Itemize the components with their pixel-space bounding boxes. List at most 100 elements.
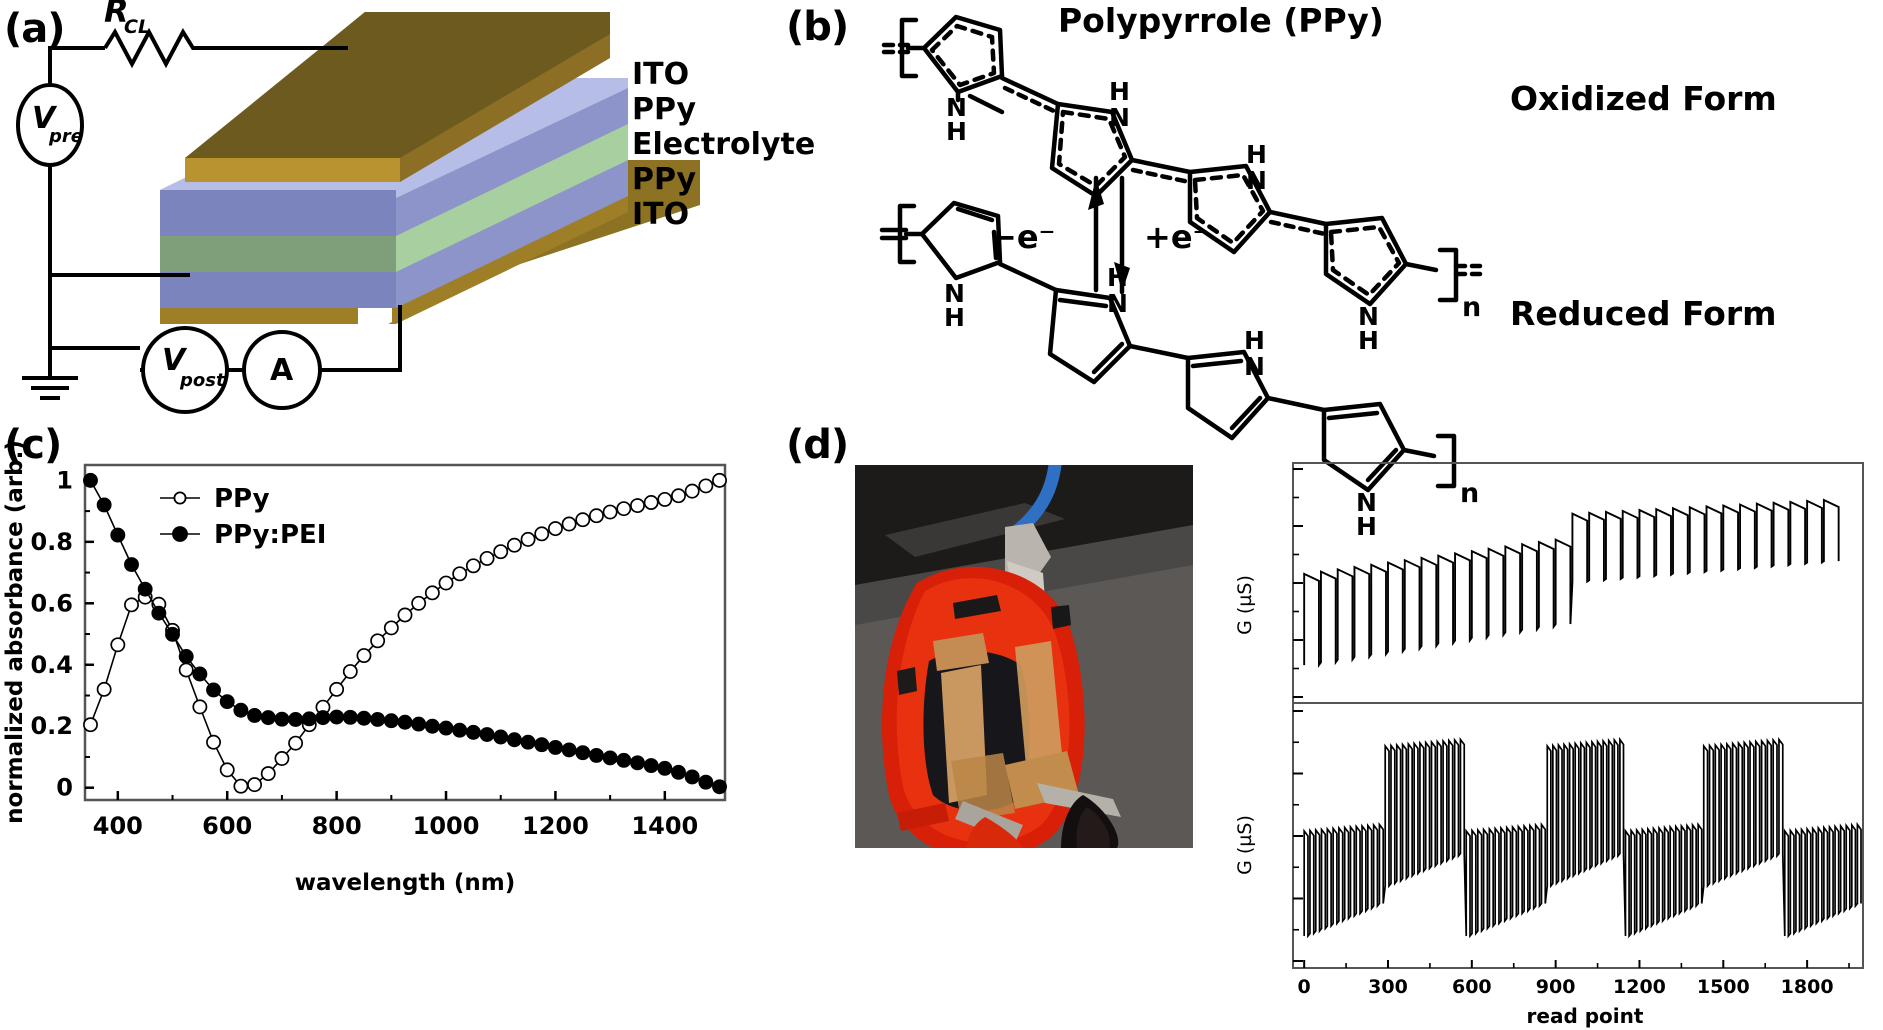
- hydrogen-label-red-3: H: [1244, 326, 1265, 355]
- hydrogen-label-red-2: H: [1107, 263, 1128, 292]
- chart-c-xtick: 1000: [413, 812, 480, 840]
- chart-c-xtick: 1400: [631, 812, 698, 840]
- chart-c-datapoint: [561, 516, 577, 532]
- chart-c-legend-label: PPy: [214, 484, 270, 514]
- chart-c-datapoint: [547, 521, 563, 537]
- chart-c-datapoint: [465, 724, 481, 740]
- chart-c-datapoint: [657, 760, 673, 776]
- chart-c-datapoint: [247, 777, 263, 793]
- chart-c-datapoint: [575, 512, 591, 528]
- chart-c-ylabel: normalized absorbance (arb.): [2, 440, 28, 824]
- chart-c-datapoint: [493, 729, 509, 745]
- circuit-labels: R CL V pre V post A: [32, 0, 294, 391]
- chart-c-ytick: 0.6: [30, 589, 73, 617]
- chart-c-xtick: 600: [202, 812, 252, 840]
- panel-b-figure: N H H N H N N H: [879, 1, 1777, 541]
- stack-label-electrolyte: Electrolyte: [632, 127, 815, 162]
- chart-c-ytick: 0.8: [30, 528, 73, 556]
- chart-c-datapoint: [712, 472, 727, 488]
- chart-c-datapoint: [589, 747, 604, 763]
- chart-c-datapoint: [151, 605, 167, 621]
- hydrogen-label-red-4: H: [1356, 512, 1377, 541]
- vpost-label: V: [162, 343, 188, 378]
- chart-c-datapoint: [342, 664, 358, 679]
- chart-c-datapoint: [520, 531, 536, 547]
- ammeter-label: A: [270, 353, 294, 388]
- stack-layer-labels: ITO PPy Electrolyte PPy ITO: [632, 57, 815, 232]
- chart-c-datapoint: [438, 720, 454, 736]
- chart-c-datapoint: [575, 745, 591, 761]
- chart-c-datapoint: [438, 575, 454, 591]
- panel-a-figure: R CL V pre V post A ITO PPy Electrolyte …: [16, 0, 815, 414]
- chart-c-datapoint: [493, 544, 509, 560]
- oxidized-chain: N H H N H N N H: [881, 14, 1483, 355]
- hydrogen-label-ox-4: H: [1358, 326, 1379, 355]
- panel-b-label: (b): [786, 4, 849, 50]
- chart-c-datapoint: [165, 626, 180, 642]
- nitrogen-label-ox-2: N: [1109, 103, 1130, 132]
- chart-c-datapoint: [260, 710, 276, 726]
- chart-d-xtick: 1800: [1781, 976, 1834, 998]
- chart-c-datapoint: [315, 710, 331, 726]
- chart-d-bottom-ylabel: G (µS): [1234, 815, 1256, 875]
- chart-c-datapoint: [479, 550, 495, 566]
- repeat-label-reduced: n: [1460, 478, 1479, 509]
- nitrogen-label-red-3: N: [1244, 352, 1265, 381]
- chart-c-datapoint: [192, 699, 208, 715]
- chart-c-datapoint: [547, 739, 563, 755]
- chart-c-datapoint: [83, 472, 98, 488]
- chart-c-ytick: 0: [56, 774, 73, 802]
- chart-c-datapoint: [342, 709, 358, 725]
- chart-c-datapoint: [424, 585, 440, 601]
- chart-c-datapoint: [698, 478, 714, 494]
- nitrogen-label-red-1: N: [944, 279, 965, 308]
- stack-label-ito-top: ITO: [632, 57, 689, 92]
- chart-c-datapoint: [96, 681, 112, 697]
- vpre-sublabel: pre: [48, 126, 83, 147]
- chart-c-datapoint: [397, 714, 413, 730]
- reduced-form-label: Reduced Form: [1510, 294, 1777, 333]
- chart-c-datapoint: [219, 762, 235, 778]
- stack-layer-ito-top: [185, 12, 610, 182]
- hydrogen-label-red-1: H: [944, 303, 965, 332]
- panel-a-label: (a): [4, 6, 66, 52]
- chart-c-datapoint: [520, 734, 536, 750]
- chart-c-datapoint: [643, 758, 659, 774]
- chart-c-datapoint: [83, 717, 98, 733]
- chart-c-datapoint: [233, 702, 249, 718]
- chart-c-datapoint: [233, 778, 249, 794]
- forward-reaction-label: −e⁻: [990, 218, 1055, 256]
- chart-c-datapoint: [452, 566, 468, 582]
- panel-b-title: Polypyrrole (PPy): [1058, 1, 1384, 40]
- chart-c-datapoint: [329, 709, 345, 725]
- chart-d-top-ylabel: G (µS): [1234, 575, 1256, 635]
- chart-c-datapoint: [206, 682, 221, 698]
- chart-c-datapoint: [630, 755, 645, 771]
- chart-c-datapoint: [260, 766, 276, 782]
- toy-car-photo-art: [855, 465, 1193, 848]
- chart-c-xtick: 800: [312, 812, 362, 840]
- hydrogen-label-ox-3: H: [1246, 140, 1267, 169]
- chart-c-datapoint: [206, 734, 221, 750]
- device-stack: [160, 12, 700, 340]
- chart-c-datapoint: [630, 498, 645, 514]
- chart-c-datapoint: [684, 769, 700, 785]
- chart-c-datapoint: [397, 607, 413, 623]
- chart-c-datapoint: [671, 488, 686, 504]
- panel-c-label: (c): [4, 422, 62, 468]
- chart-c-datapoint: [356, 710, 372, 726]
- chart-c-datapoint: [657, 491, 673, 507]
- stack-label-ito-bottom: ITO: [632, 197, 689, 232]
- chart-c-datapoint: [383, 620, 399, 636]
- chart-c-datapoint: [589, 508, 604, 524]
- vpre-label: V: [32, 101, 58, 136]
- chart-c-legend-label: PPy:PEI: [214, 520, 326, 550]
- chart-c-datapoint: [288, 712, 304, 727]
- chart-c-datapoint: [110, 637, 126, 653]
- chart-d-top-frame: [1292, 462, 1864, 704]
- chart-c-datapoint: [643, 495, 659, 510]
- repeat-label-oxidized: n: [1462, 292, 1481, 323]
- chart-c-datapoint: [301, 711, 317, 727]
